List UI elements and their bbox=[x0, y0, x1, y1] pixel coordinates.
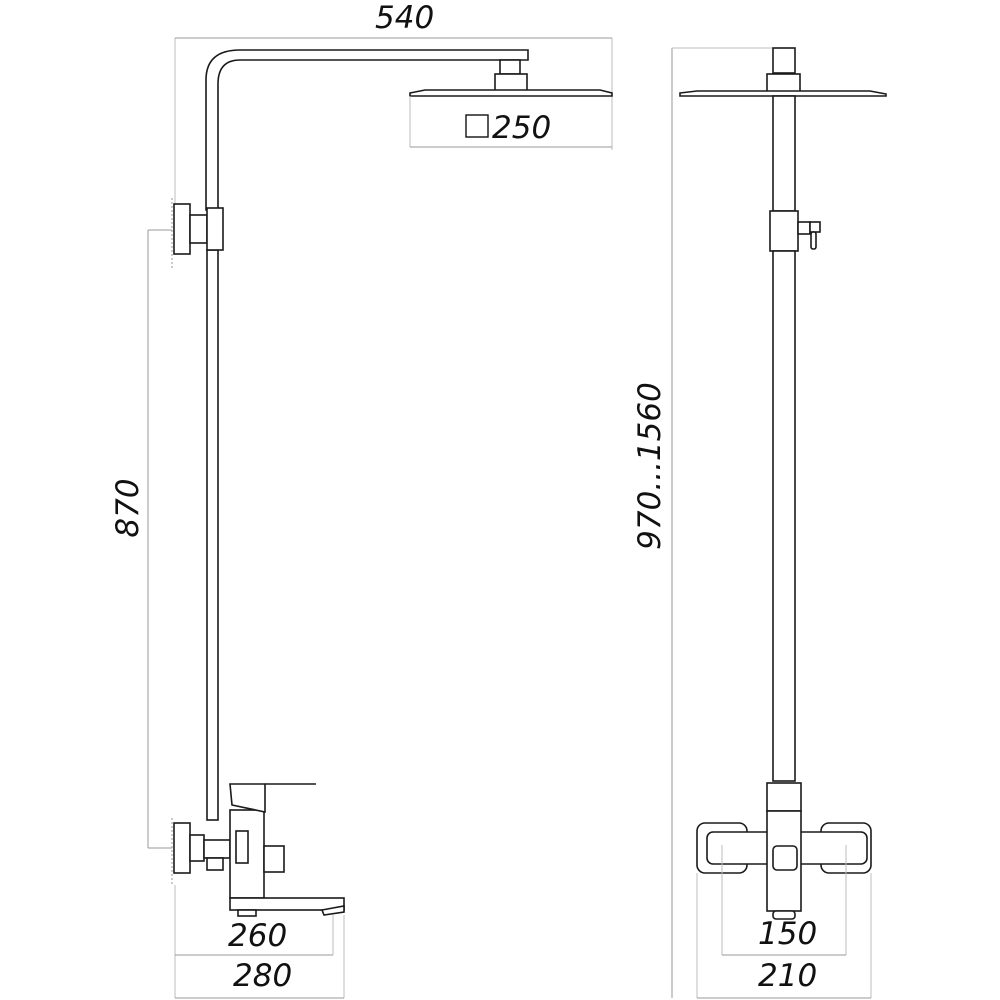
dim-head-size: 250 bbox=[492, 110, 552, 146]
dim-mixer-depth: 280 bbox=[233, 958, 293, 994]
dim-wall-mount-spacing: 870 bbox=[110, 478, 146, 538]
dim-spout-reach: 260 bbox=[228, 918, 288, 954]
dim-height-range: 970...1560 bbox=[632, 382, 668, 550]
dim-inlet-centers: 150 bbox=[758, 916, 818, 952]
square-symbol bbox=[465, 114, 489, 138]
front-view bbox=[671, 47, 887, 999]
dim-overall-reach: 540 bbox=[375, 0, 435, 36]
side-view bbox=[147, 37, 613, 999]
dim-mixer-width: 210 bbox=[758, 958, 818, 994]
